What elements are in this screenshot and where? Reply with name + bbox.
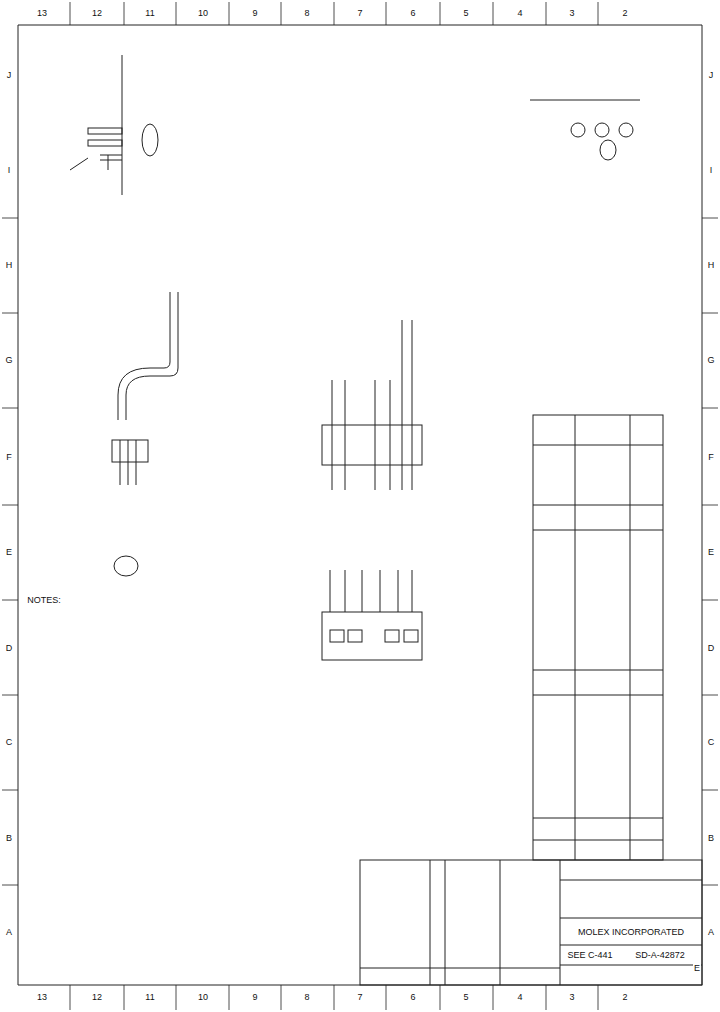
zone-marker: 7 [356, 992, 363, 1002]
title-block-cell: SD-A-42872 [619, 946, 701, 964]
zone-marker: 13 [36, 8, 48, 18]
zone-marker: E [5, 547, 13, 557]
zone-marker: F [5, 452, 13, 462]
zone-marker: B [707, 833, 715, 843]
title-text: SEE C-441 [567, 950, 612, 960]
zone-marker: J [708, 70, 715, 80]
zone-marker: I [7, 165, 12, 175]
zone-marker: A [707, 927, 715, 937]
zone-marker: D [5, 643, 14, 653]
zone-marker: B [5, 833, 13, 843]
zone-marker: 11 [144, 992, 155, 1002]
zone-marker: 4 [516, 8, 523, 18]
zone-marker: 8 [303, 8, 310, 18]
title-block-cell: MOLEX INCORPORATED [561, 919, 701, 944]
zone-marker: 12 [91, 992, 103, 1002]
zone-marker: A [5, 927, 13, 937]
zone-marker: 10 [197, 8, 209, 18]
zone-marker: F [707, 452, 715, 462]
zone-marker: C [707, 737, 716, 747]
zone-marker: G [4, 355, 13, 365]
zone-marker: 3 [568, 8, 575, 18]
title-block-cell: SEE C-441 [561, 946, 619, 964]
zone-marker: H [707, 260, 716, 270]
zone-marker: 6 [409, 8, 416, 18]
zone-marker: 5 [462, 8, 469, 18]
zone-marker: 7 [356, 8, 363, 18]
zone-marker: 8 [303, 992, 310, 1002]
zone-marker: 10 [197, 992, 209, 1002]
zone-marker: 5 [462, 992, 469, 1002]
zone-marker: J [6, 70, 13, 80]
zone-marker: I [709, 165, 714, 175]
zone-marker: 3 [568, 992, 575, 1002]
revision-letter: E [693, 963, 701, 973]
zone-marker: 2 [621, 992, 628, 1002]
zone-marker: 9 [251, 8, 258, 18]
zone-marker: D [707, 643, 716, 653]
zone-marker: 13 [36, 992, 48, 1002]
title-text: SD-A-42872 [635, 950, 685, 960]
notes-heading: NOTES: [26, 595, 62, 605]
zone-marker: E [707, 547, 715, 557]
title-text: MOLEX INCORPORATED [578, 927, 684, 937]
zone-marker: 2 [621, 8, 628, 18]
zone-marker: 9 [251, 992, 258, 1002]
zone-marker: 11 [144, 8, 155, 18]
zone-marker: 4 [516, 992, 523, 1002]
zone-marker: H [5, 260, 14, 270]
zone-marker: C [5, 737, 14, 747]
zone-marker: 6 [409, 992, 416, 1002]
zone-marker: 12 [91, 8, 103, 18]
zone-marker: G [706, 355, 715, 365]
